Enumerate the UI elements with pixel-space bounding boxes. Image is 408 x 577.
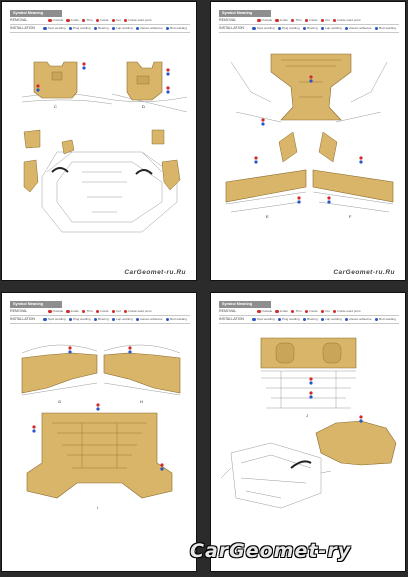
- blue-dot-icon: [344, 317, 349, 322]
- panel-h: [103, 352, 181, 394]
- blue-dot-icon: [93, 26, 98, 31]
- page4-diagrams: [220, 337, 397, 509]
- page2-diagrams: [225, 53, 394, 213]
- red-dot-icon: [48, 18, 52, 23]
- symbol-legend: Symbol Meaning REMOVAL Outside Inside Th…: [219, 301, 399, 324]
- red-dot-icon: [290, 18, 295, 23]
- panel-i: [26, 412, 173, 499]
- part-left: [23, 129, 41, 149]
- frame-j: [261, 370, 356, 409]
- legend-title: Symbol Meaning: [10, 10, 62, 17]
- blue-dot-icon: [302, 317, 307, 322]
- panel-j: [260, 337, 357, 369]
- red-dot-icon: [320, 309, 325, 314]
- blue-dot-icon: [68, 26, 73, 31]
- panel-g: [21, 352, 98, 394]
- rear-panel: [315, 420, 397, 466]
- red-dot-icon: [95, 18, 100, 23]
- blue-dot-icon: [111, 317, 116, 322]
- red-dot-icon: [304, 309, 309, 314]
- red-dot-icon: [257, 309, 261, 314]
- page3-diagrams: [21, 344, 181, 499]
- red-dot-icon: [111, 18, 116, 23]
- red-dot-icon: [81, 309, 86, 314]
- symbol-legend: Symbol Meaning REMOVAL Outside Inside Th…: [10, 10, 190, 33]
- page1-diagrams: [21, 61, 188, 233]
- red-dot-icon: [81, 18, 86, 23]
- manual-page-1: Symbol Meaning REMOVAL Outside Inside Th…: [1, 1, 197, 281]
- manual-page-2: Symbol Meaning REMOVAL Outside Inside Th…: [210, 1, 406, 281]
- blue-dot-icon: [135, 26, 140, 31]
- blue-dot-icon: [320, 317, 325, 322]
- blue-dot-icon: [165, 26, 170, 31]
- red-dot-icon: [48, 309, 52, 314]
- caption-i: I: [97, 505, 99, 510]
- symbol-legend: Symbol Meaning REMOVAL Outside Inside Th…: [10, 301, 190, 324]
- blue-dot-icon: [374, 317, 379, 322]
- caption-f: F: [349, 214, 352, 219]
- red-dot-icon: [304, 18, 309, 23]
- blue-dot-icon: [93, 317, 98, 322]
- red-dot-icon: [111, 309, 116, 314]
- blue-dot-icon: [344, 26, 349, 31]
- blue-dot-icon: [320, 26, 325, 31]
- blue-dot-icon: [252, 26, 256, 31]
- caption-j: J: [306, 413, 308, 418]
- red-dot-icon: [275, 18, 279, 23]
- blue-dot-icon: [68, 317, 73, 322]
- blue-dot-icon: [252, 317, 256, 322]
- blue-dot-icon: [302, 26, 307, 31]
- blue-dot-icon: [43, 26, 47, 31]
- rear-frame: [220, 442, 332, 509]
- red-dot-icon: [123, 18, 128, 23]
- red-dot-icon: [66, 309, 70, 314]
- installation-label: INSTALLATION: [10, 25, 36, 30]
- panel-f: [312, 169, 394, 203]
- blue-dot-icon: [135, 317, 140, 322]
- blue-dot-icon: [277, 317, 282, 322]
- weld-markers-c: [36, 62, 170, 94]
- underbody-frame: [41, 151, 178, 233]
- red-dot-icon: [320, 18, 325, 23]
- caption-h: H: [140, 399, 143, 404]
- caption-c: C: [54, 104, 57, 109]
- red-dot-icon: [275, 309, 279, 314]
- manual-page-3: Symbol Meaning REMOVAL Outside Inside Th…: [1, 292, 197, 572]
- blue-dot-icon: [374, 26, 379, 31]
- manual-page-4: Symbol Meaning REMOVAL Outside Inside Th…: [210, 292, 406, 572]
- watermark-large: CarGeomet-ry: [190, 540, 352, 562]
- floor-panel: [270, 53, 352, 121]
- caption-e: E: [266, 214, 269, 219]
- watermark-small: CarGeomet-ru.Ru: [124, 269, 186, 276]
- blue-dot-icon: [43, 317, 47, 322]
- red-dot-icon: [95, 309, 100, 314]
- panel-e: [225, 169, 307, 203]
- red-dot-icon: [123, 309, 128, 314]
- red-dot-icon: [257, 18, 261, 23]
- red-dot-icon: [332, 18, 337, 23]
- caption-g: G: [58, 399, 62, 404]
- part-right: [151, 129, 165, 145]
- caption-d: D: [142, 104, 145, 109]
- red-dot-icon: [290, 309, 295, 314]
- symbol-legend: Symbol Meaning REMOVAL Outside Inside Th…: [219, 10, 399, 33]
- blue-dot-icon: [165, 317, 170, 322]
- blue-dot-icon: [277, 26, 282, 31]
- watermark-small: CarGeomet-ru.Ru: [333, 269, 395, 276]
- blue-dot-icon: [111, 26, 116, 31]
- red-dot-icon: [66, 18, 70, 23]
- removal-label: REMOVAL: [10, 17, 28, 22]
- red-dot-icon: [332, 309, 337, 314]
